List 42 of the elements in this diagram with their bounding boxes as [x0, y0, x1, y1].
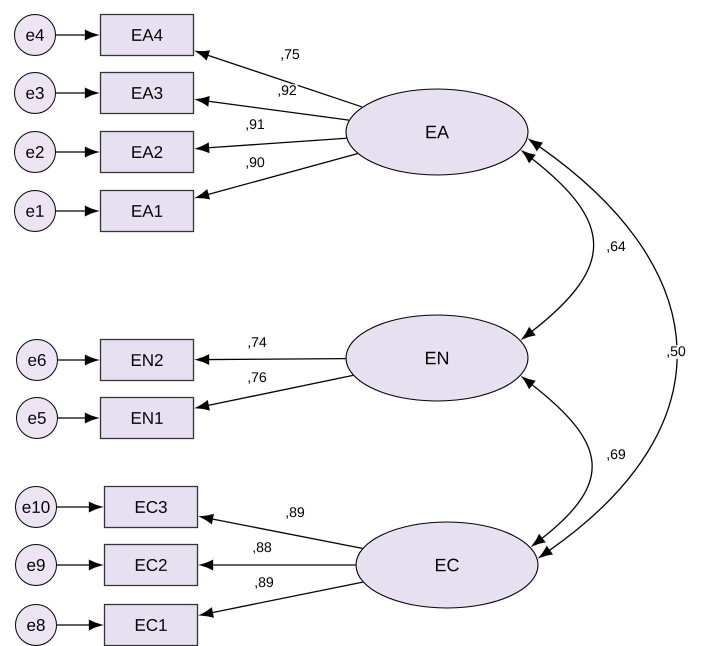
- arrow: [196, 153, 358, 200]
- arrow: [58, 412, 98, 424]
- arrow: [200, 581, 363, 618]
- arrow: [58, 354, 98, 366]
- arrow: [196, 50, 362, 108]
- arrow: [200, 560, 356, 570]
- arrow: [57, 502, 102, 512]
- indicator-box: EA3: [100, 72, 194, 114]
- arrow: [56, 88, 98, 98]
- indicator-box: EN1: [100, 396, 194, 440]
- arrow: [196, 374, 354, 410]
- arrow: [196, 354, 346, 365]
- arrow: [57, 560, 102, 570]
- edge-label: ,74: [246, 336, 268, 350]
- edge-label: ,89: [284, 506, 306, 520]
- arrow: [56, 206, 98, 216]
- arrow: [196, 138, 346, 153]
- edge-label: ,76: [246, 371, 268, 385]
- edge-label: ,92: [276, 84, 298, 98]
- edge-label: ,69: [605, 448, 627, 462]
- edge-label: ,90: [244, 156, 266, 170]
- arrow: [57, 620, 102, 630]
- edge-label: ,89: [253, 576, 275, 590]
- edge-label: ,75: [279, 48, 301, 62]
- arrow: [522, 376, 593, 546]
- indicator-box: EA4: [100, 14, 194, 56]
- arrow: [56, 146, 98, 158]
- arrow: [529, 139, 678, 558]
- edge-label: ,50: [665, 345, 687, 359]
- edge-label: ,64: [605, 240, 627, 254]
- arrow: [196, 96, 349, 121]
- arrow: [200, 514, 362, 550]
- edge-label: ,88: [251, 541, 273, 555]
- indicator-box: EN2: [100, 338, 194, 382]
- indicator-box: EC1: [104, 604, 198, 646]
- indicator-box: EC2: [104, 544, 198, 586]
- arrow: [522, 150, 594, 340]
- edge-label: ,91: [244, 118, 266, 132]
- indicator-box: EA2: [100, 130, 194, 174]
- indicator-box: EC3: [104, 486, 198, 528]
- indicator-box: EA1: [100, 190, 194, 232]
- arrow: [56, 30, 98, 40]
